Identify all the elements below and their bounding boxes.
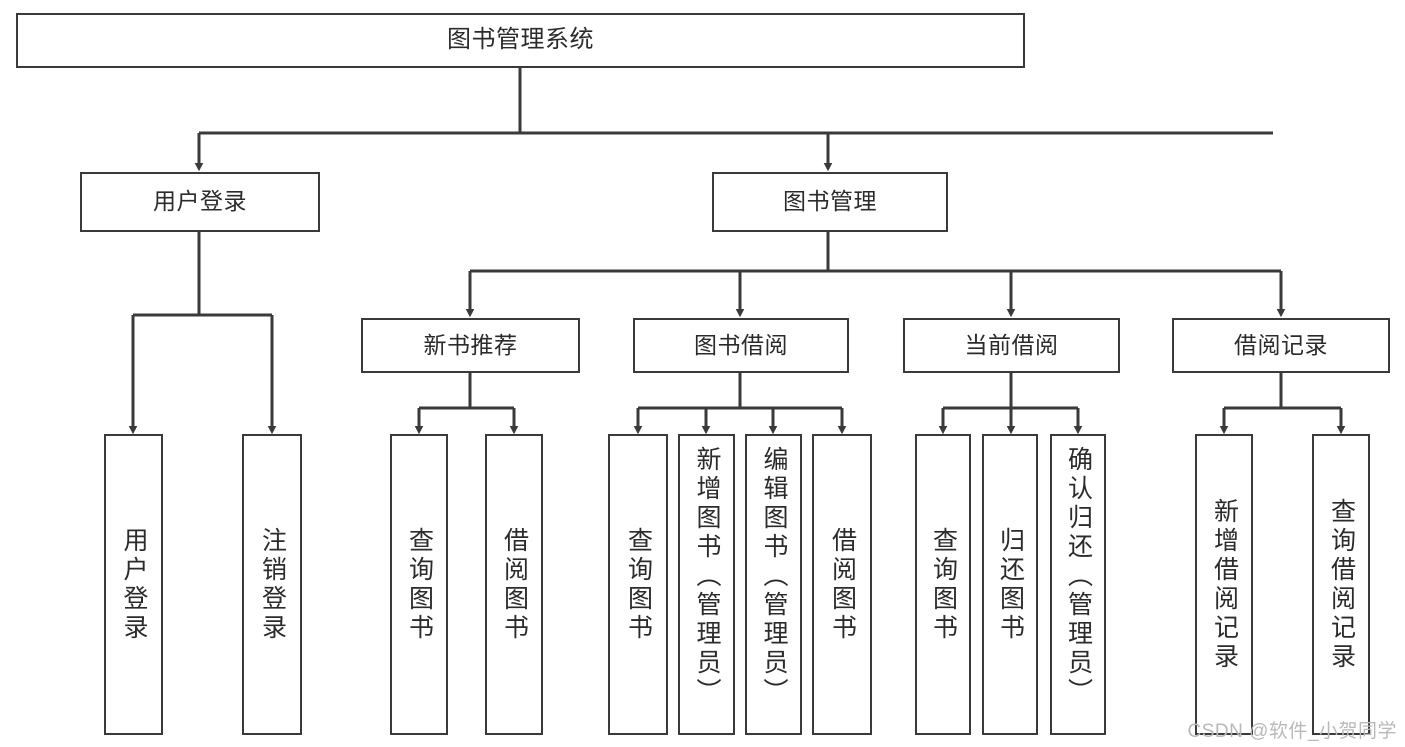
leaf-query-book-borrow[interactable]: 查询图书 [608, 434, 668, 735]
node-label: 查询图书 [624, 526, 653, 643]
node-label: 新增图书（管理员） [693, 446, 721, 707]
leaf-return-book[interactable]: 归还图书 [982, 434, 1038, 735]
leaf-borrow-book-recommend[interactable]: 借阅图书 [485, 434, 543, 735]
node-user-login[interactable]: 用户登录 [80, 172, 320, 232]
node-borrow-record[interactable]: 借阅记录 [1172, 318, 1390, 373]
leaf-logout[interactable]: 注销登录 [242, 434, 302, 735]
leaf-edit-book[interactable]: 编辑图书（管理员） [745, 434, 802, 735]
node-root-system[interactable]: 图书管理系统 [16, 13, 1025, 68]
leaf-add-borrow-record[interactable]: 新增借阅记录 [1195, 434, 1253, 735]
node-label: 借阅图书 [500, 526, 529, 643]
node-label: 当前借阅 [964, 331, 1059, 358]
node-label: 用户登录 [153, 188, 247, 215]
node-label: 用户登录 [120, 526, 148, 643]
node-current-borrow[interactable]: 当前借阅 [903, 318, 1120, 373]
node-book-borrow[interactable]: 图书借阅 [633, 318, 849, 373]
leaf-query-borrow-record[interactable]: 查询借阅记录 [1312, 434, 1370, 735]
node-label: 新书推荐 [423, 331, 518, 358]
node-label: 图书借阅 [694, 331, 788, 358]
node-label: 归还图书 [996, 526, 1025, 643]
node-label: 新增借阅记录 [1210, 497, 1239, 672]
node-label: 注销登录 [258, 526, 287, 643]
leaf-query-book-recommend[interactable]: 查询图书 [390, 434, 448, 735]
node-label: 借阅记录 [1234, 331, 1328, 358]
node-label: 图书管理 [783, 188, 877, 215]
node-book-manage[interactable]: 图书管理 [712, 172, 948, 232]
watermark: CSDN @软件_小贺同学 [1187, 721, 1397, 742]
node-label: 编辑图书（管理员） [760, 446, 788, 707]
node-label: 借阅图书 [828, 526, 857, 643]
leaf-query-book-current[interactable]: 查询图书 [915, 434, 971, 735]
leaf-user-login[interactable]: 用户登录 [104, 434, 163, 735]
node-label: 图书管理系统 [447, 26, 594, 54]
node-label: 查询图书 [929, 526, 958, 643]
leaf-borrow-book[interactable]: 借阅图书 [812, 434, 872, 735]
leaf-add-book[interactable]: 新增图书（管理员） [678, 434, 735, 735]
node-label: 查询图书 [405, 526, 434, 643]
node-label: 查询借阅记录 [1327, 497, 1356, 672]
node-new-book-recommend[interactable]: 新书推荐 [361, 318, 580, 373]
node-label: 确认归还（管理员） [1064, 446, 1093, 707]
leaf-confirm-return[interactable]: 确认归还（管理员） [1050, 434, 1106, 735]
